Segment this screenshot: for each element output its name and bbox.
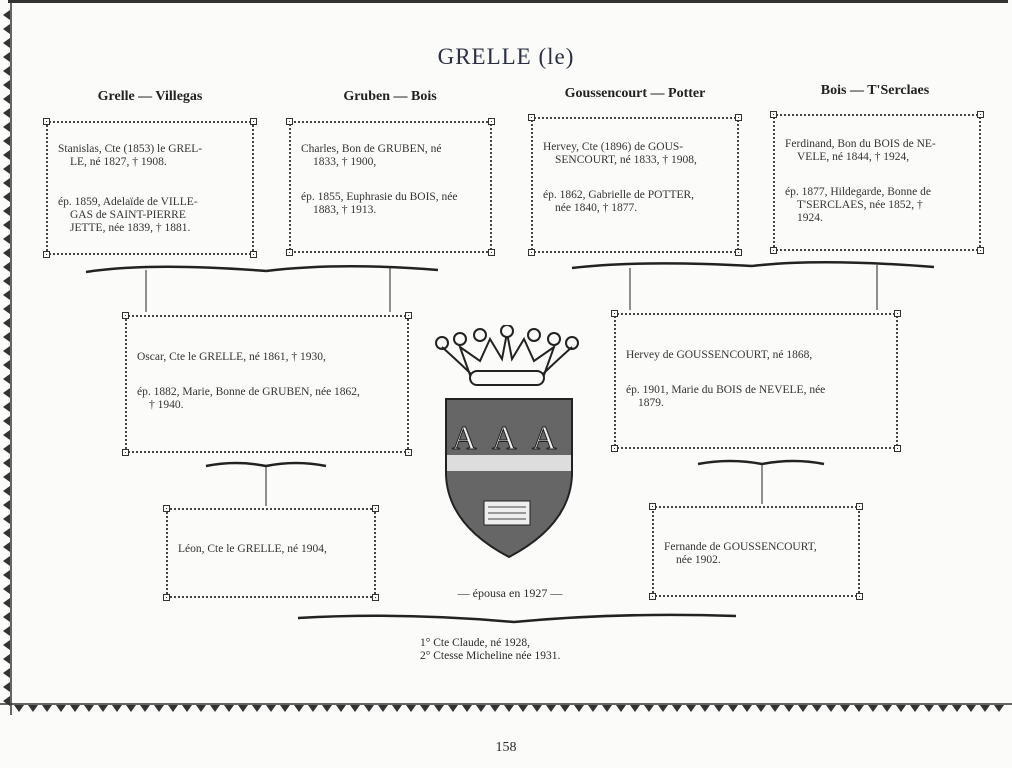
corner-ornament [735,114,742,121]
connector-lines [85,261,935,624]
corner-ornament [977,247,984,254]
corner-ornament [163,505,170,512]
corner-ornament [163,594,170,601]
box-fernande-goussencourt: Fernande de GOUSSENCOURT, née 1902. [649,503,863,600]
corner-ornament [649,503,656,510]
entry-line: Charles, Bon de GRUBEN, né [301,143,442,155]
brace-grelle-gruben [85,265,267,274]
box-ferdinand-bois: Ferdinand, Bon du BOIS de NE- VELE, né 1… [770,111,984,254]
corner-ornament [488,118,495,125]
box-hervey-goussencourt: Hervey, Cte (1896) de GOUS- SENCOURT, né… [528,114,742,256]
arms-letter: A [492,420,517,457]
box-charles-gruben: Charles, Bon de GRUBEN, né 1833, † 1900,… [286,118,495,256]
heading-bois-tserclaes: Bois — T'Serclaes [820,83,930,98]
brace-marriage [297,613,737,624]
brace-goussencourt-bois [571,262,753,270]
corner-ornament [372,594,379,601]
box-oscar-grelle: Oscar, Cte le GRELLE, né 1861, † 1930, é… [122,312,412,456]
corner-ornament [43,251,50,258]
corner-ornament [649,593,656,600]
children-list: 1° Cte Claude, né 1928, 2° Ctesse Michel… [420,637,620,663]
page-number: 158 [495,740,517,755]
corner-ornament [372,505,379,512]
entry-line: ép. 1877, Hildegarde, Bonne de [785,186,931,198]
heading-goussencourt-potter: Goussencourt — Potter [564,86,706,101]
corner-ornament [405,312,412,319]
entry-line: T'SERCLAES, née 1852, † [797,199,923,211]
box-leon-grelle: Léon, Cte le GRELLE, né 1904, [163,505,379,601]
crown-icon [435,325,579,386]
marriage-label: — épousa en 1927 — [457,586,563,600]
corner-ornament [528,249,535,256]
entry-line: Hervey, Cte (1896) de GOUS- [543,141,684,153]
corner-ornament [488,249,495,256]
entry-line: ép. 1882, Marie, Bonne de GRUBEN, née 18… [137,386,360,398]
corner-ornament [528,114,535,121]
entry-line: Hervey de GOUSSENCOURT, né 1868, [626,349,813,361]
heading-grelle-villegas: Grelle — Villegas [97,89,203,104]
child-entry: 1° Cte Claude, né 1928, [420,637,530,649]
entry-line: Oscar, Cte le GRELLE, né 1861, † 1930, [137,351,326,363]
entry-line: Ferdinand, Bon du BOIS de NE- [785,138,936,150]
page-frame-left [3,0,12,715]
box-hervey-goussencourt-1868: Hervey de GOUSSENCOURT, né 1868, ép. 190… [611,310,901,452]
entry-line: Fernande de GOUSSENCOURT, [664,541,817,553]
corner-ornament [770,247,777,254]
corner-ornament [611,310,618,317]
entry-line: VELE, né 1844, † 1924, [797,151,910,163]
entry-line: 1883, † 1913. [313,204,377,216]
corner-ornament [286,118,293,125]
shield-icon: A A A [445,398,573,559]
corner-ornament [977,111,984,118]
corner-ornament [856,503,863,510]
brace-oscar [205,461,327,468]
corner-ornament [250,118,257,125]
corner-ornament [735,249,742,256]
entry-line: SENCOURT, né 1833, † 1908, [555,154,697,166]
entry-line: LE, né 1827, † 1908. [70,156,167,168]
entry-line: née 1902. [676,554,721,566]
brace-hervey [697,459,825,466]
page-frame-top [8,0,1008,6]
heading-gruben-bois: Gruben — Bois [343,89,437,104]
box-stanislas-grelle: Stanislas, Cte (1853) le GREL- LE, né 18… [43,118,257,258]
page-frame-bottom [0,703,1012,712]
corner-ornament [122,312,129,319]
corner-ornament [611,445,618,452]
corner-ornament [770,111,777,118]
entry-line: ép. 1901, Marie du BOIS de NEVELE, née [626,384,826,396]
entry-line: ép. 1859, Adelaïde de VILLE- [58,196,198,208]
page-title: GRELLE (le) [437,44,575,69]
corner-ornament [286,249,293,256]
entry-line: JETTE, née 1839, † 1881. [70,222,191,234]
entry-line: ép. 1855, Euphrasie du BOIS, née [301,191,458,203]
entry-line: ép. 1862, Gabrielle de POTTER, [543,189,695,201]
corner-ornament [405,449,412,456]
corner-ornament [122,449,129,456]
corner-ornament [856,593,863,600]
arms-letter: A [532,420,557,457]
corner-ornament [894,310,901,317]
arms-letter: A [452,420,477,457]
entry-line: née 1840, † 1877. [555,202,638,214]
corner-ornament [894,445,901,452]
corner-ornament [43,118,50,125]
entry-line: 1879. [638,397,664,409]
entry-line: 1833, † 1900, [313,156,377,168]
entry-line: † 1940. [149,399,184,411]
entry-line: 1924. [797,212,823,224]
entry-line: Léon, Cte le GRELLE, né 1904, [178,543,327,555]
child-entry: 2° Ctesse Micheline née 1931. [420,650,561,662]
entry-line: GAS de SAINT-PIERRE [70,209,186,221]
coat-of-arms: A A A [435,325,579,559]
entry-line: Stanislas, Cte (1853) le GREL- [58,143,203,155]
corner-ornament [250,251,257,258]
